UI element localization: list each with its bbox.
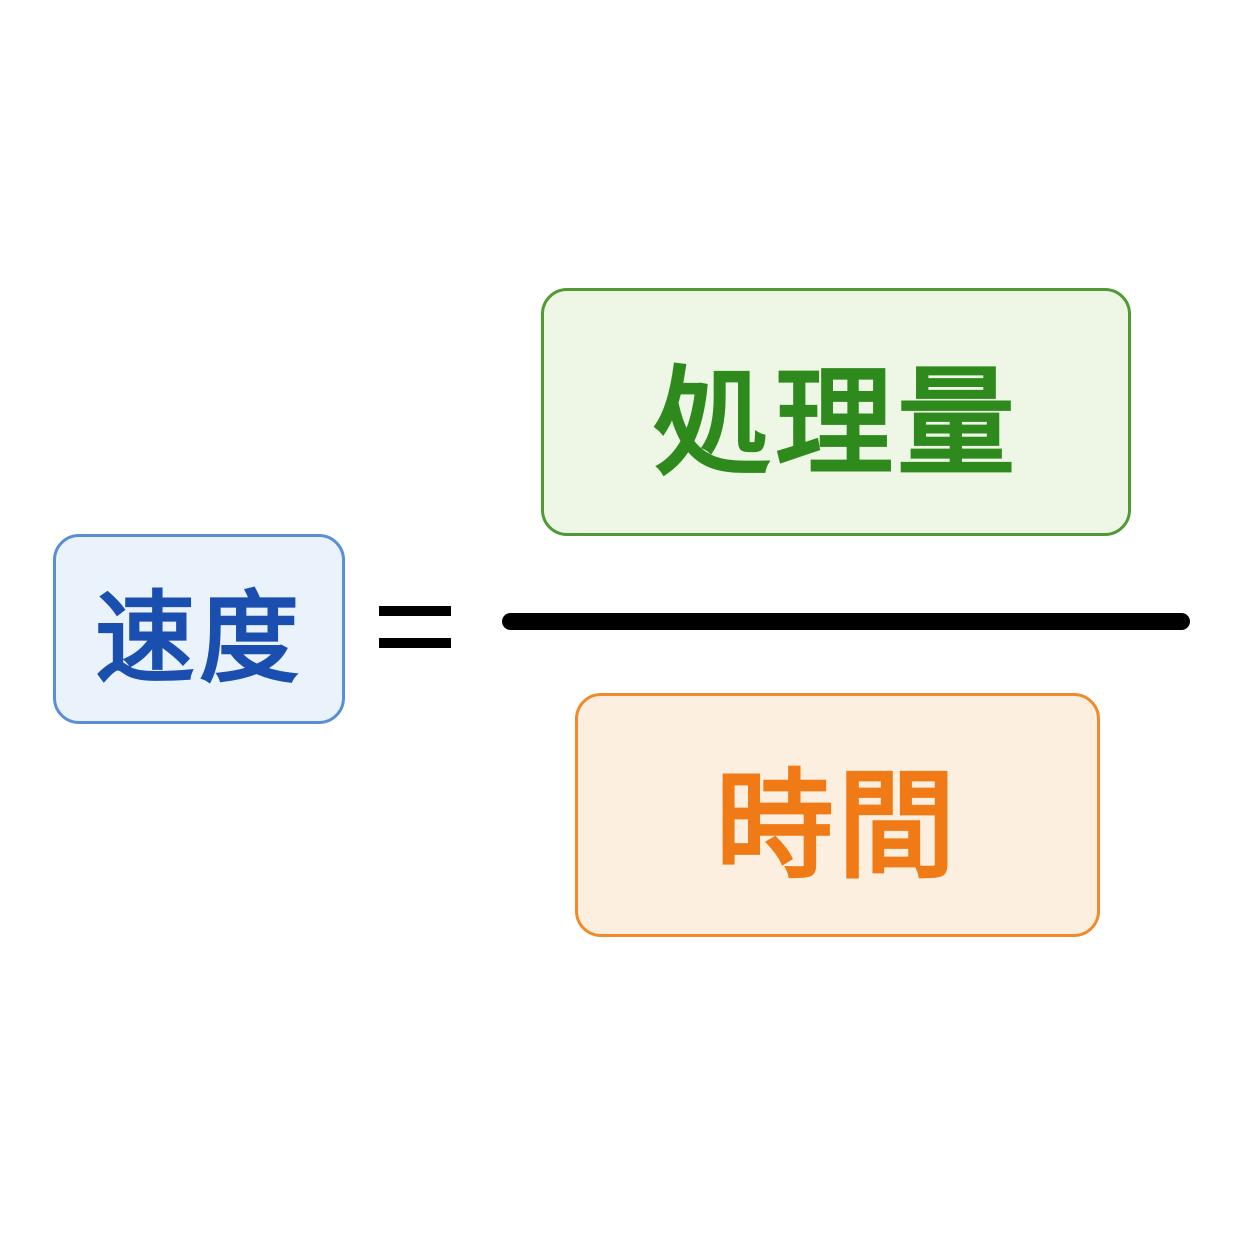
throughput-label: 処理量 xyxy=(652,353,1019,492)
equals-bar-top xyxy=(379,606,451,616)
fraction-line xyxy=(502,613,1190,630)
throughput-box: 処理量 xyxy=(541,288,1131,536)
equals-bar-bottom xyxy=(379,638,451,648)
equals-sign xyxy=(379,606,451,648)
time-label: 時間 xyxy=(715,756,960,895)
speed-box: 速度 xyxy=(53,534,345,724)
speed-label: 速度 xyxy=(95,579,303,697)
time-box: 時間 xyxy=(575,693,1100,937)
